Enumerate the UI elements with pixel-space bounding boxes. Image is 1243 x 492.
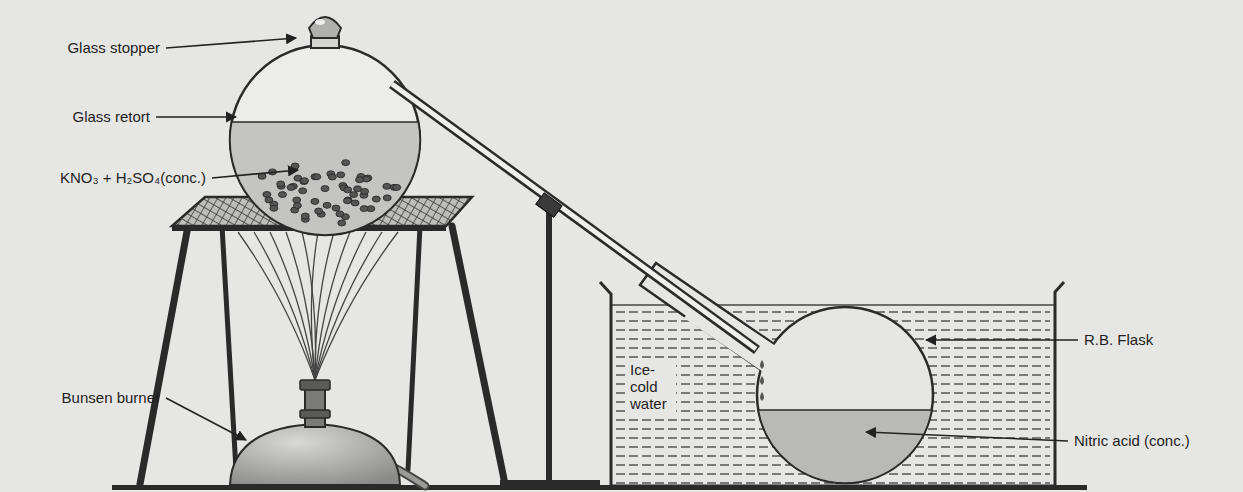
granule [278,192,286,198]
granule [356,177,364,183]
granule [328,174,336,180]
granule [351,200,359,206]
stand-rod [546,200,552,482]
air-regulator [300,410,330,418]
retort-stand [500,193,600,486]
flame [238,232,398,380]
granule [342,160,350,166]
kno3-granules [258,160,401,226]
tripod-stand [140,226,505,484]
drop [760,392,764,401]
flame-line [315,232,382,380]
tripod-leg [452,226,505,484]
granule [301,213,309,219]
granule [321,186,329,192]
acid-drops [760,360,764,401]
stopper-shine [315,19,325,25]
part-label: Bunsen burner [62,389,160,407]
burner-collar [300,380,330,390]
granule [338,220,346,226]
flame-line [286,232,315,380]
granule [332,205,340,211]
granule [293,203,301,209]
leader-lines [156,38,1078,441]
granule [343,198,351,204]
beaker [600,282,1064,486]
granule [291,163,299,169]
granule [336,211,344,217]
nitric-acid-liquid [758,410,931,483]
reagent-label: KNO₃ + H₂SO₄(conc.) [60,169,206,187]
granule [344,187,352,193]
granule [311,198,319,204]
glass-stopper [309,17,341,38]
leader-line [926,339,1078,341]
granule [270,205,278,211]
granule [315,208,323,214]
granule [323,202,331,208]
part-label: Glass stopper [67,39,160,57]
granule [393,184,401,190]
tripod-leg [140,226,188,484]
product-label: Nitric acid (conc.) [1074,432,1190,450]
granule [265,197,273,203]
flame-line [254,232,315,380]
flame-line [270,232,315,380]
granule [360,206,368,212]
granule [372,196,380,202]
granule [383,183,391,189]
granule [383,195,391,201]
retort-tube-inside [392,84,756,349]
drop [760,376,764,385]
retort-tube [392,84,757,350]
granule [301,178,309,184]
granule [299,188,307,194]
ice-water [612,305,1054,483]
burner-tube [305,385,325,427]
water-label: Ice-cold water [628,360,676,413]
leader-line [866,432,1068,441]
flame-line [315,232,398,380]
part-label: Glass retort [72,108,150,126]
leader-line [166,398,246,440]
flame-line [238,232,315,380]
bunsen-burner [230,380,425,486]
flask-bulb [757,307,933,483]
leader-line [166,38,296,48]
leader-line [156,116,236,118]
granule [287,184,295,190]
drop [760,360,764,369]
granule [277,181,285,187]
granule [350,192,358,198]
tripod-leg [408,226,420,470]
burner-base [230,424,400,485]
granule [361,188,369,194]
granule [300,179,308,185]
granule [313,174,321,180]
glass-retort [230,17,420,235]
reaction-mixture [230,122,420,235]
retort-bulb [230,45,420,235]
granule [293,197,301,203]
part-label: R.B. Flask [1084,331,1153,349]
granule [337,172,345,178]
granule [344,197,352,203]
clamp-front [536,193,562,217]
leader-line [212,170,298,178]
